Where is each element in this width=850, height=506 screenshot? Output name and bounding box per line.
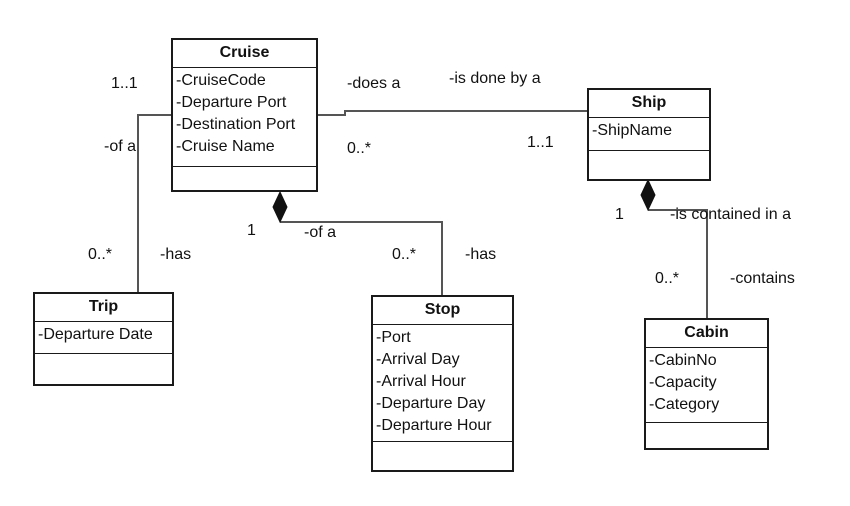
association-line-cruise-trip — [137, 114, 173, 294]
multiplicity-cruise-ship-cruise-end: 0..* — [347, 140, 372, 157]
class-stop[interactable]: Stop -Port -Arrival Day -Arrival Hour -D… — [371, 295, 514, 472]
role-label-is-contained-in-a: -is contained in a — [670, 206, 791, 223]
class-name: Ship — [589, 90, 709, 118]
role-label-contains: -contains — [730, 270, 795, 287]
attribute: -CruiseCode — [176, 72, 266, 89]
class-name: Trip — [35, 294, 172, 322]
role-label-trip-of-a: -of a — [104, 138, 137, 155]
multiplicity-cruise-stop-stop-end: 0..* — [392, 246, 417, 263]
association-line-cruise-ship — [317, 110, 588, 116]
multiplicity-cruise-stop-cruise-end: 1 — [247, 222, 256, 239]
class-cruise[interactable]: Cruise -CruiseCode -Departure Port -Dest… — [171, 38, 318, 192]
class-name: Cabin — [646, 320, 767, 348]
attribute: -Departure Date — [38, 326, 153, 343]
attribute: -Departure Port — [176, 94, 287, 111]
multiplicity-cruise-trip-trip-end: 0..* — [88, 246, 113, 263]
class-name: Stop — [373, 297, 512, 325]
composition-line-cruise-stop — [280, 221, 443, 296]
class-cabin[interactable]: Cabin -CabinNo -Capacity -Category — [644, 318, 769, 450]
multiplicity-ship-cabin-ship-end: 1 — [615, 206, 624, 223]
attribute: -Cruise Name — [176, 138, 275, 155]
class-trip[interactable]: Trip -Departure Date — [33, 292, 174, 386]
attribute: -Arrival Day — [376, 351, 460, 368]
role-label-does-a: -does a — [347, 75, 401, 92]
attribute: -Departure Hour — [376, 417, 492, 434]
class-ship[interactable]: Ship -ShipName — [587, 88, 711, 181]
class-name: Cruise — [173, 40, 316, 68]
role-label-is-done-by-a: -is done by a — [449, 70, 541, 87]
role-label-stop-of-a: -of a — [304, 224, 337, 241]
composition-diamond-cruise — [272, 190, 288, 224]
multiplicity-cruise-ship-ship-end: 1..1 — [527, 134, 554, 151]
attribute: -Arrival Hour — [376, 373, 466, 390]
role-label-trip-has: -has — [160, 246, 192, 263]
attribute: -CabinNo — [649, 352, 717, 369]
attribute: -Category — [649, 396, 720, 413]
attribute: -Port — [376, 329, 411, 346]
role-label-stop-has: -has — [465, 246, 497, 263]
multiplicity-cruise-trip-cruise-end: 1..1 — [111, 75, 138, 92]
attribute: -Departure Day — [376, 395, 486, 412]
attribute: -ShipName — [592, 122, 673, 139]
multiplicity-ship-cabin-cabin-end: 0..* — [655, 270, 680, 287]
composition-diamond-ship — [640, 178, 656, 212]
attribute: -Destination Port — [176, 116, 296, 133]
attribute: -Capacity — [649, 374, 717, 391]
composition-line-ship-cabin — [648, 209, 708, 319]
